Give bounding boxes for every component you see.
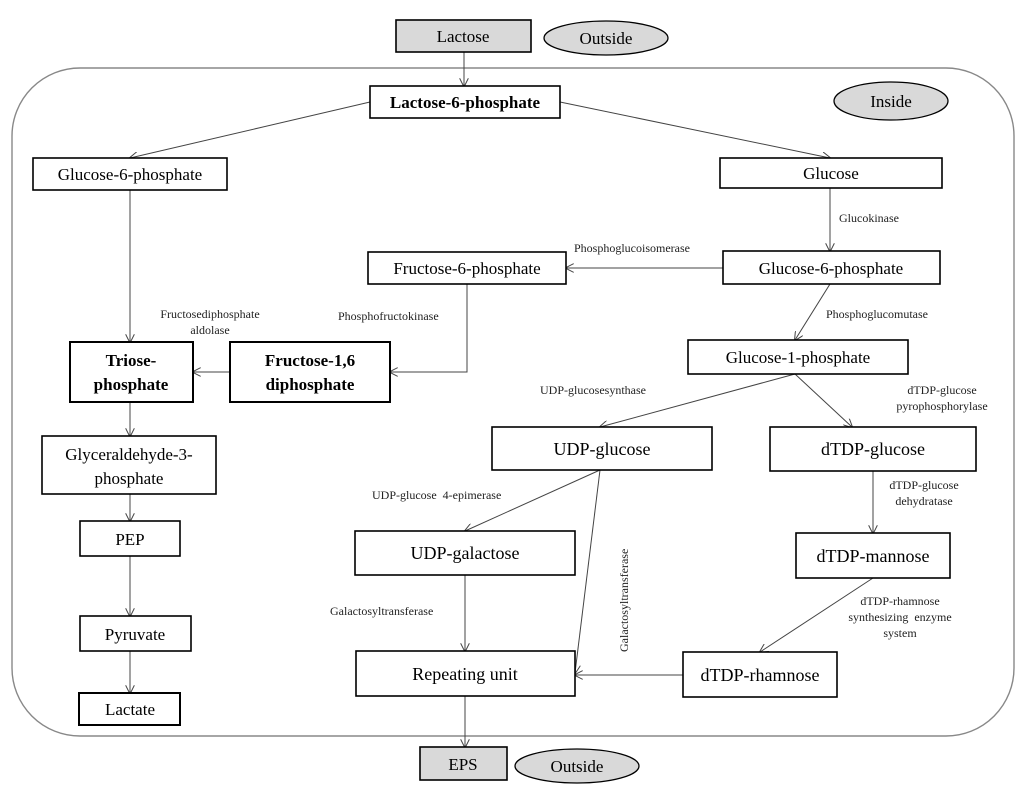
node-lactate: Lactate [78, 692, 181, 726]
node-dtdp-rhamnose-label: dTDP-rhamnose [701, 665, 820, 685]
node-dtdp-rhamnose: dTDP-rhamnose [682, 651, 838, 698]
node-pep-label: PEP [115, 530, 144, 549]
node-glucose: Glucose [719, 157, 943, 189]
enzyme-dtdp-glucose-pyrophosphorylase-line1: dTDP-glucose [907, 383, 976, 397]
node-repeating-unit-label: Repeating unit [412, 664, 517, 684]
node-glyceraldehyde-3-phosphate: Glyceraldehyde-3- phosphate [41, 435, 217, 495]
node-glyceraldehyde-3-phosphate-line2: phosphate [95, 469, 164, 488]
edge-udpglc-to-repeat [575, 469, 601, 673]
enzyme-dtdp-rhamnose-synthesizing-line3: system [883, 626, 917, 640]
node-udp-galactose-label: UDP-galactose [411, 543, 520, 563]
badge-outside-bottom-label: Outside [551, 757, 604, 776]
node-glucose-6-phosphate-right-label: Glucose-6-phosphate [759, 259, 903, 278]
node-glucose-6-phosphate-left: Glucose-6-phosphate [32, 157, 228, 191]
enzyme-dtdp-glucose-pyrophosphorylase-line2: pyrophosphorylase [896, 399, 987, 413]
enzyme-phosphofructokinase: Phosphofructokinase [338, 309, 439, 323]
node-lactose-6-phosphate-label: Lactose-6-phosphate [390, 93, 541, 112]
enzyme-fructosediphosphate-aldolase-line2: aldolase [190, 323, 229, 337]
enzyme-phosphoglucomutase: Phosphoglucomutase [826, 307, 928, 321]
enzyme-galactosyltransferase-vertical: Galactosyltransferase [617, 549, 631, 652]
node-glucose-6-phosphate-right: Glucose-6-phosphate [722, 250, 941, 285]
node-fructose-6-phosphate: Fructose-6-phosphate [367, 251, 567, 285]
enzyme-dtdp-rhamnose-synthesizing-line1: dTDP-rhamnose [860, 594, 939, 608]
node-lactate-label: Lactate [105, 700, 155, 719]
node-fructose-1-6-diphosphate-line1: Fructose-1,6 [265, 351, 355, 370]
edges [130, 52, 873, 747]
node-lactose: Lactose [395, 19, 532, 53]
node-glucose-label: Glucose [803, 164, 859, 183]
node-eps: EPS [419, 746, 508, 781]
enzyme-dtdp-rhamnose-synthesizing-line2: synthesizing enzyme [848, 610, 951, 624]
node-triose-phosphate: Triose- phosphate [69, 341, 194, 403]
enzyme-phosphoglucoisomerase: Phosphoglucoisomerase [574, 241, 690, 255]
badge-outside-top-label: Outside [580, 29, 633, 48]
node-fructose-6-phosphate-label: Fructose-6-phosphate [393, 259, 540, 278]
node-fructose-1-6-diphosphate: Fructose-1,6 diphosphate [229, 341, 391, 403]
enzyme-dtdp-glucose-dehydratase-line2: dehydratase [895, 494, 952, 508]
badge-inside: Inside [833, 81, 949, 121]
node-glucose-1-phosphate: Glucose-1-phosphate [687, 339, 909, 375]
node-pyruvate-label: Pyruvate [105, 625, 165, 644]
node-pep: PEP [79, 520, 181, 557]
node-dtdp-glucose-label: dTDP-glucose [821, 439, 925, 459]
enzyme-glucokinase: Glucokinase [839, 211, 899, 225]
node-udp-glucose-label: UDP-glucose [554, 439, 651, 459]
node-eps-label: EPS [448, 755, 477, 774]
badge-inside-label: Inside [870, 92, 912, 111]
node-lactose-6-phosphate: Lactose-6-phosphate [369, 85, 561, 119]
node-glucose-6-phosphate-left-label: Glucose-6-phosphate [58, 165, 202, 184]
node-dtdp-glucose: dTDP-glucose [769, 426, 977, 472]
badge-outside-bottom: Outside [514, 748, 640, 784]
edge-glc1p-to-dtdpglc [794, 373, 852, 427]
edge-l6p-to-glc6p-left [130, 101, 371, 158]
edge-l6p-to-glucose [559, 101, 830, 158]
node-glucose-1-phosphate-label: Glucose-1-phosphate [726, 348, 870, 367]
enzyme-udp-glucosesynthase: UDP-glucosesynthase [540, 383, 646, 397]
node-fructose-1-6-diphosphate-line2: diphosphate [266, 375, 355, 394]
edge-glc1p-to-udpglc [600, 373, 796, 427]
edge-glc6p-to-glc1p [795, 283, 831, 340]
edge-fru6p-to-fru16 [390, 284, 468, 372]
enzyme-dtdp-glucose-dehydratase-line1: dTDP-glucose [889, 478, 958, 492]
node-triose-phosphate-line1: Triose- [106, 351, 157, 370]
node-triose-phosphate-line2: phosphate [94, 375, 169, 394]
node-glyceraldehyde-3-phosphate-line1: Glyceraldehyde-3- [65, 445, 193, 464]
enzyme-labels: Glucokinase Phosphoglucoisomerase Fructo… [160, 211, 987, 652]
enzyme-galactosyltransferase-left: Galactosyltransferase [330, 604, 433, 618]
node-udp-galactose: UDP-galactose [354, 530, 576, 576]
node-udp-glucose: UDP-glucose [491, 426, 713, 471]
badge-outside-top: Outside [543, 20, 669, 56]
enzyme-fructosediphosphate-aldolase-line1: Fructosediphosphate [160, 307, 259, 321]
enzyme-udp-glucose-4-epimerase: UDP-glucose 4-epimerase [372, 488, 501, 502]
node-repeating-unit: Repeating unit [355, 650, 576, 697]
edge-udpglc-to-udpgal [465, 469, 601, 531]
node-pyruvate: Pyruvate [79, 615, 192, 652]
node-dtdp-mannose-label: dTDP-mannose [817, 546, 930, 566]
node-dtdp-mannose: dTDP-mannose [795, 532, 951, 579]
edge-dtdpman-to-dtdprha [760, 577, 874, 652]
cell-boundary [11, 67, 1015, 737]
node-lactose-label: Lactose [437, 27, 490, 46]
